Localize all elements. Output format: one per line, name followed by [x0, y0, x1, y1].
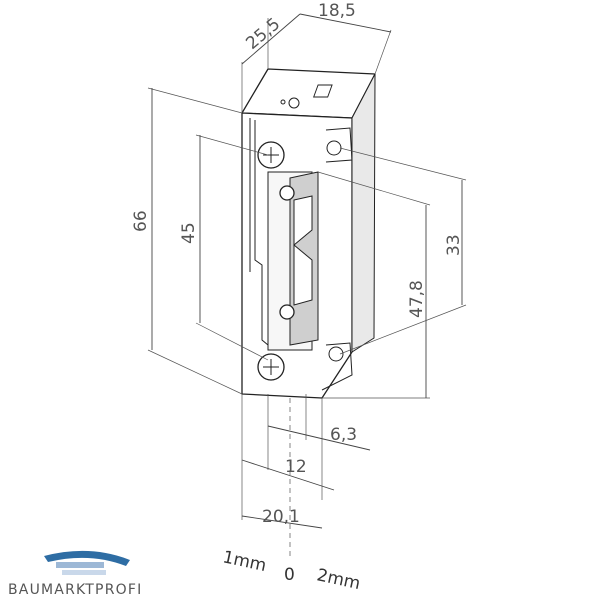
dimension-lines: [147, 13, 467, 560]
scale-center: 0: [284, 565, 295, 585]
top-hole: [288, 97, 300, 109]
top-small-hole: [280, 99, 286, 105]
pivot-bottom: [279, 304, 295, 320]
latch-profile: [293, 195, 313, 306]
screw-top: [257, 141, 285, 169]
dim-height-total: 66: [131, 210, 151, 232]
baumarktprofi-logo: BAUMARKTPROFI: [8, 550, 142, 598]
scale-right: 2mm: [315, 565, 362, 594]
dim-offset-right: 33: [444, 234, 464, 256]
logo-text: BAUMARKTPROFI: [8, 582, 142, 598]
scale-left: 1mm: [221, 547, 268, 576]
dim-b: 12: [285, 457, 307, 477]
mount-hole-bottom: [328, 346, 344, 362]
side-face: [351, 73, 376, 353]
electric-strike-body: [241, 68, 376, 399]
dim-width: 18,5: [318, 1, 356, 21]
pivot-top: [279, 185, 295, 201]
dim-depth: 25,5: [242, 14, 284, 54]
scale-markers: 1mm 0 2mm: [221, 547, 362, 594]
dim-height-inner: 45: [179, 222, 199, 244]
dim-a: 6,3: [330, 425, 357, 445]
top-face: [241, 68, 376, 119]
screw-bottom: [257, 353, 285, 381]
dim-c: 20,1: [262, 507, 300, 527]
dim-height-strike: 47,8: [407, 280, 427, 318]
top-slot: [313, 84, 333, 98]
